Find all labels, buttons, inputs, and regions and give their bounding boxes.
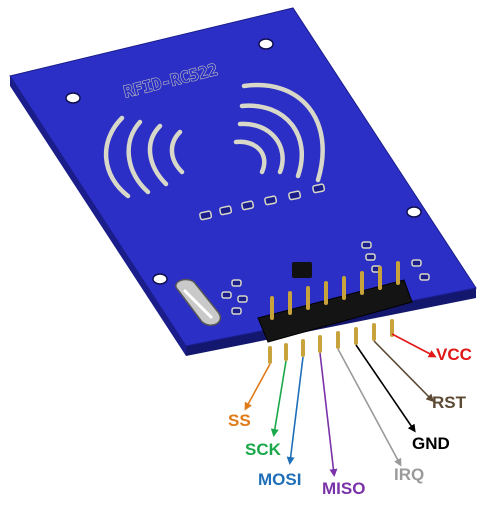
mounting-hole [406, 206, 422, 218]
arrow-rst [373, 340, 435, 403]
crystal-oscillator [175, 278, 222, 326]
antenna-arcs-right [233, 82, 325, 183]
arrow-vcc [391, 333, 437, 358]
antenna-arcs-left [103, 115, 185, 199]
pin-label-rst: RST [432, 393, 466, 412]
pin-label-vcc: VCC [436, 345, 472, 364]
pin-label-gnd: GND [412, 434, 450, 453]
pin-label-sck: SCK [245, 440, 281, 459]
pin-label-irq: IRQ [394, 465, 425, 484]
arrow-miso [319, 352, 338, 477]
header-pins-bottom [268, 319, 394, 364]
arrow-mosi [286, 356, 304, 465]
pin-label-ss: SS [228, 411, 251, 430]
pin-callout-arrows [244, 333, 437, 477]
mounting-hole [65, 92, 81, 104]
arrow-irq [337, 348, 402, 467]
pcb-board [9, 7, 477, 347]
ic-chip [292, 262, 312, 278]
mounting-hole [258, 38, 274, 50]
arrow-ss [244, 363, 271, 411]
mounting-holes [65, 38, 422, 285]
mounting-hole [152, 273, 168, 285]
pin-header [257, 279, 413, 343]
header-pins-top [270, 261, 400, 320]
smd-pads [199, 183, 430, 315]
pcb-front-edge [10, 76, 186, 356]
arrow-sck [270, 360, 287, 437]
pin-label-mosi: MOSI [258, 470, 302, 489]
arrow-gnd [355, 344, 416, 433]
pin-label-miso: MISO [322, 479, 366, 498]
